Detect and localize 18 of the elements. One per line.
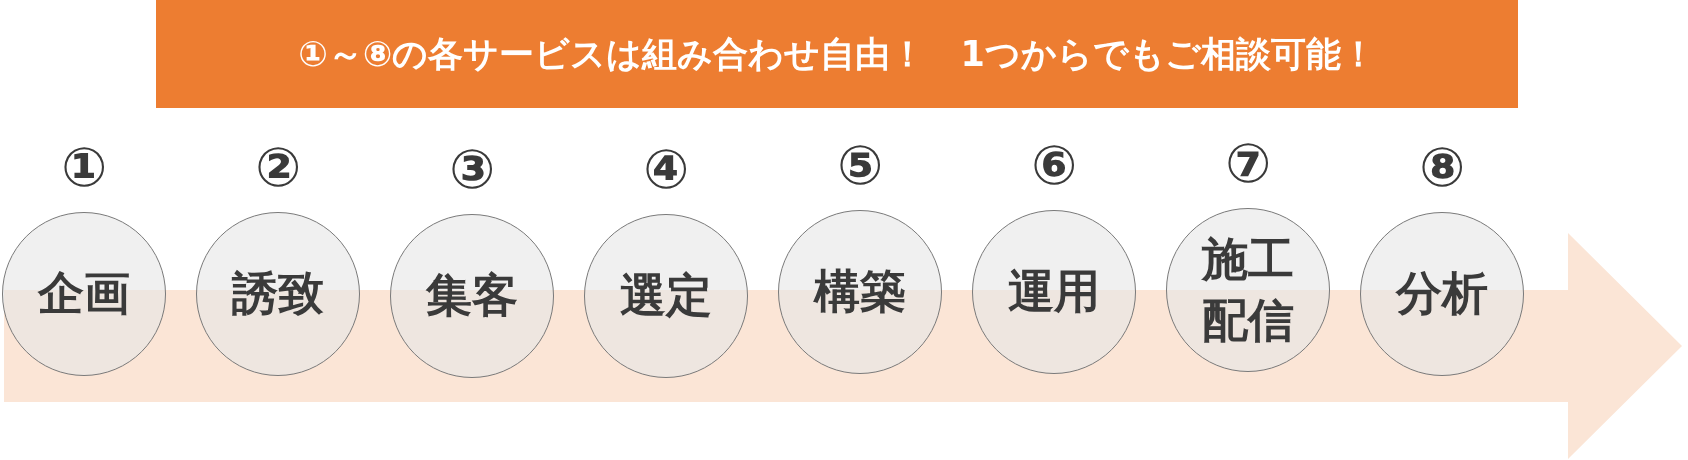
step-number: ① (61, 141, 107, 195)
step-number: ② (255, 141, 301, 195)
step-label: 選定 (619, 267, 713, 325)
step-number: ⑦ (1225, 137, 1271, 191)
step-number: ⑤ (837, 139, 883, 193)
step-label: 運用 (1007, 263, 1101, 321)
step-label: 構築 (812, 263, 907, 321)
step-label: 分析 (1394, 265, 1489, 323)
step-label: 誘致 (230, 265, 325, 323)
step-label: 施工配信 (1200, 230, 1295, 349)
step-number: ③ (449, 143, 495, 197)
banner-text: ①～⑧の各サービスは組み合わせ自由！ 1つからでもご相談可能！ (298, 33, 1376, 75)
step-number: ⑥ (1031, 139, 1077, 193)
step-label: 集客 (425, 267, 519, 325)
step-number: ⑧ (1419, 141, 1465, 195)
step-number: ④ (643, 143, 689, 197)
step-label: 企画 (37, 265, 131, 323)
banner (156, 0, 1518, 108)
